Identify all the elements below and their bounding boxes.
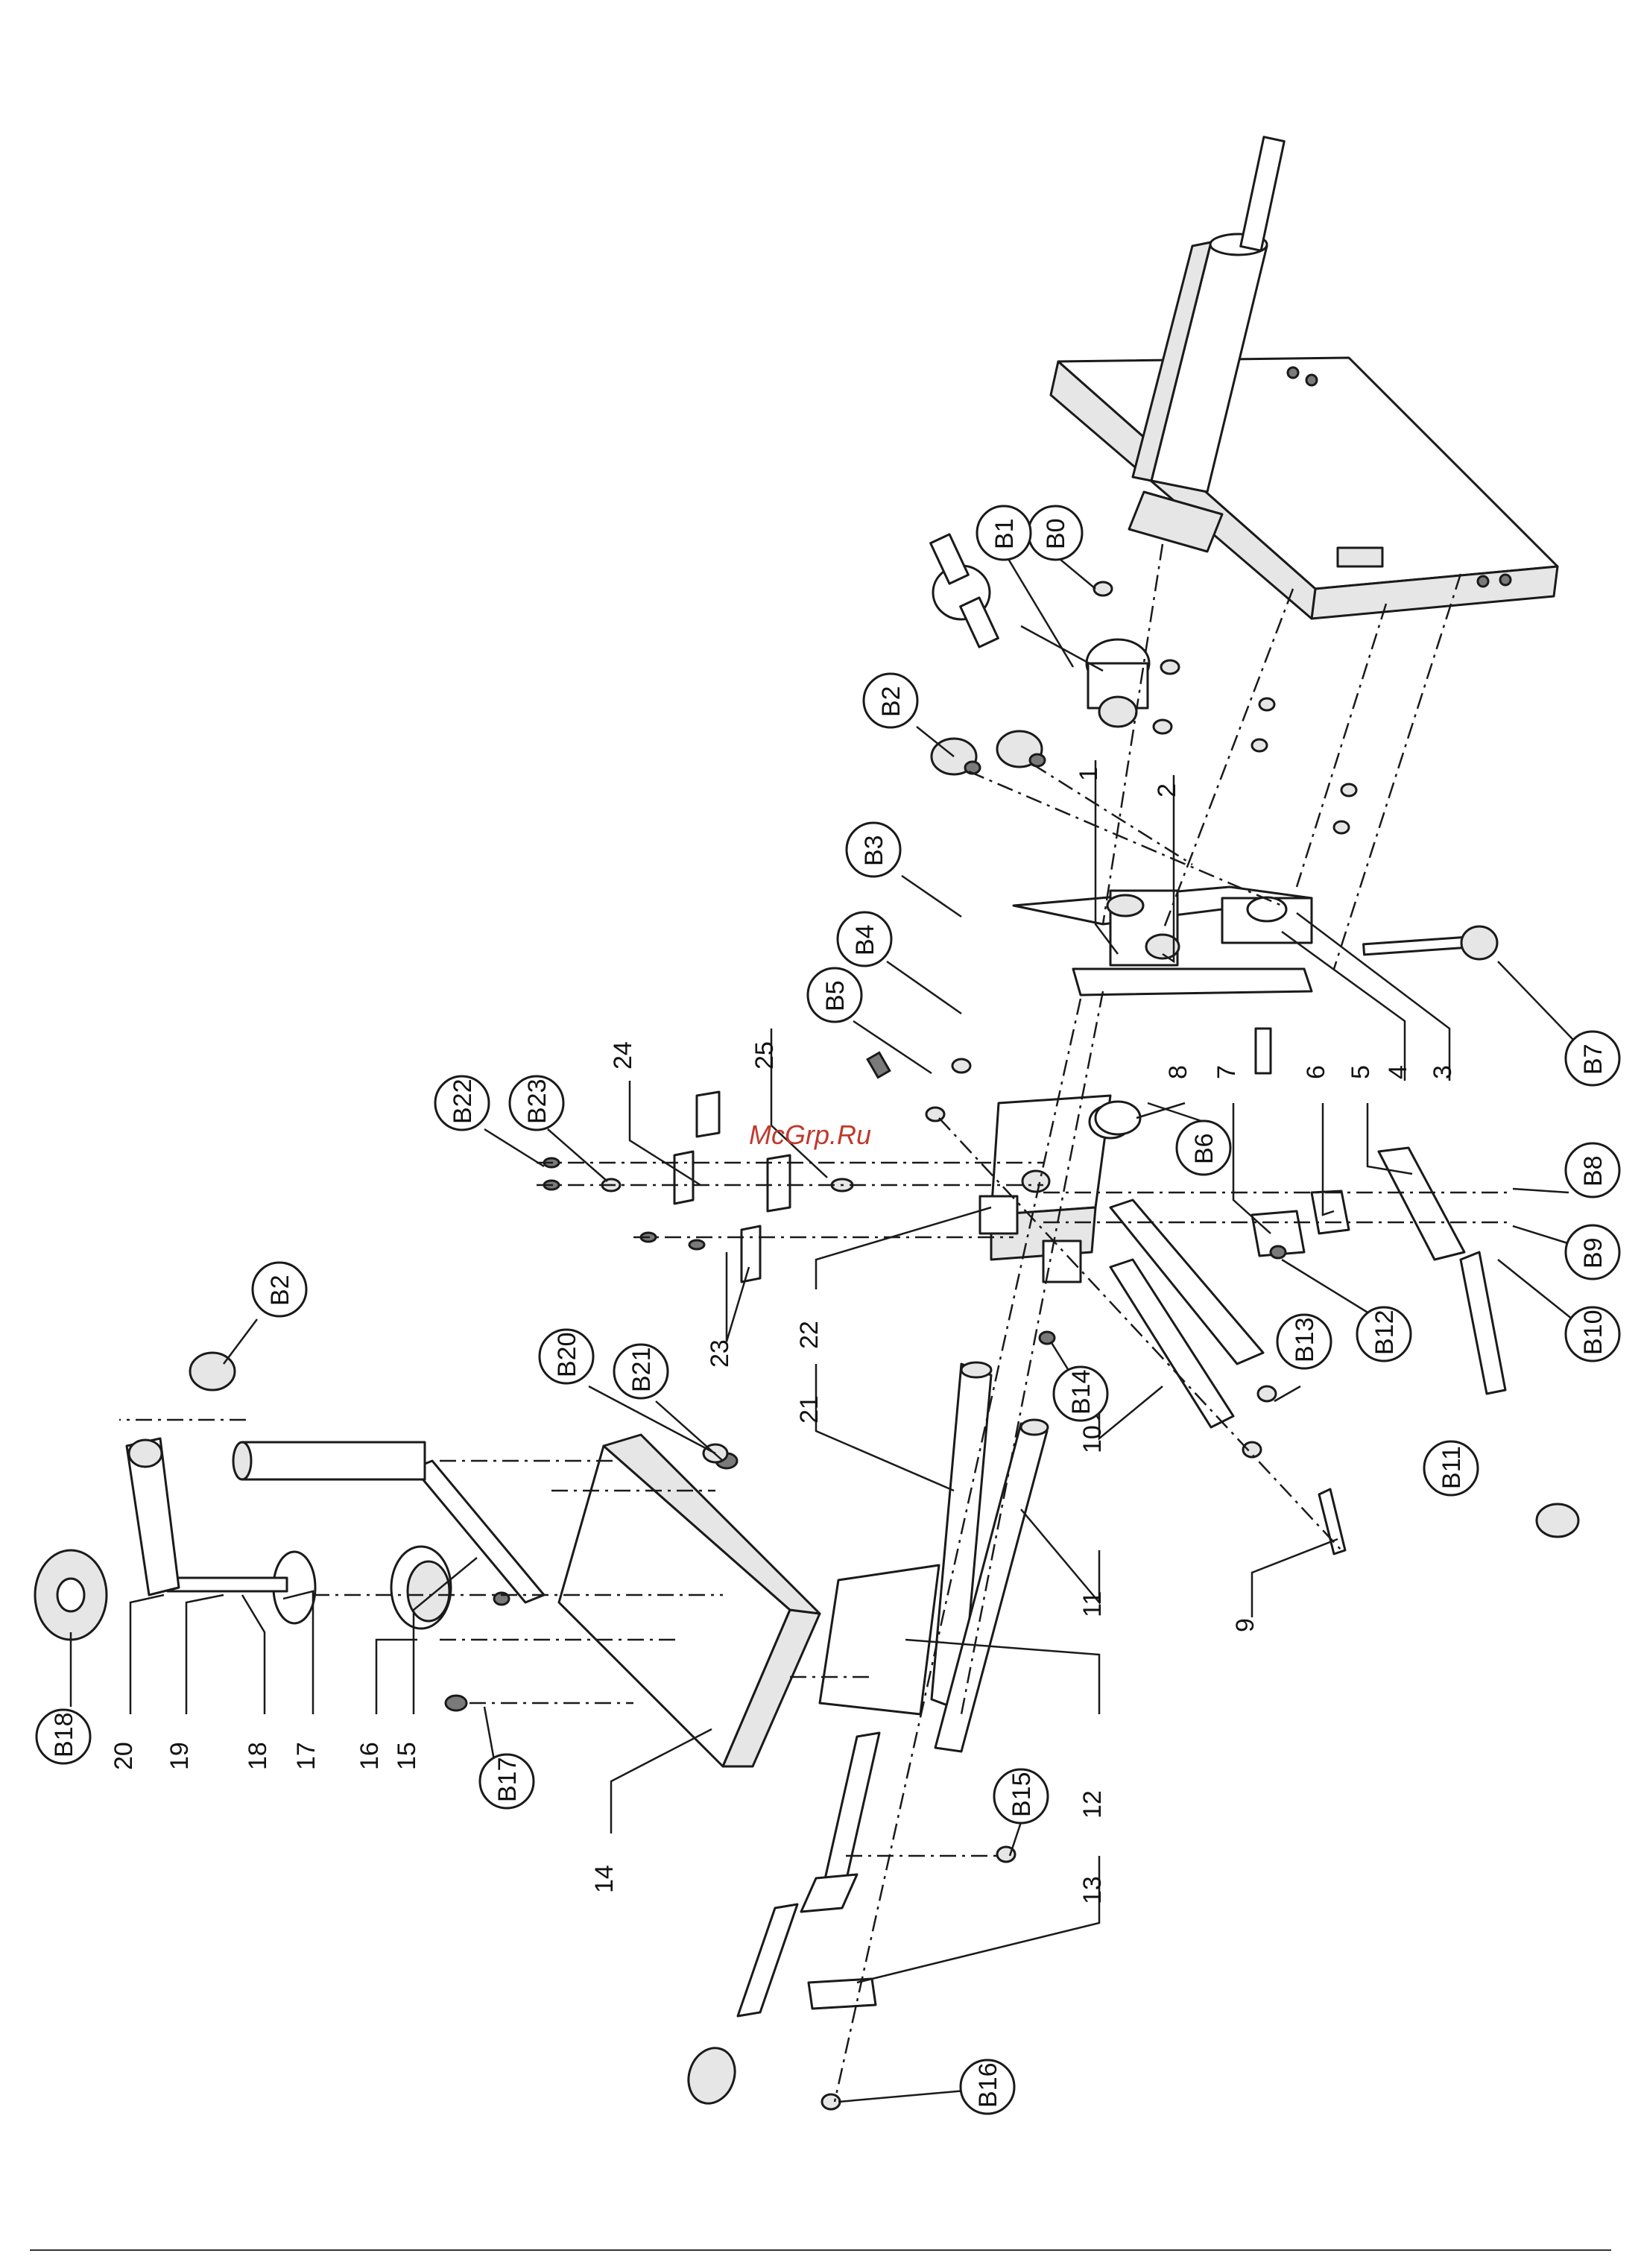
svg-text:B7: B7 [1579,1043,1607,1075]
balloon-b20: B20 [540,1330,593,1383]
upper-carriage [1014,887,1312,995]
part-number-3: 3 [1429,1065,1457,1079]
svg-text:B1: B1 [990,518,1019,549]
svg-text:B23: B23 [523,1079,551,1125]
svg-text:B0: B0 [1042,518,1070,549]
balloon-b16: B16 [961,2060,1014,2114]
svg-text:B20: B20 [553,1333,581,1378]
part-number-18: 18 [244,1742,272,1770]
part-number-4: 4 [1384,1065,1412,1079]
part-number-13: 13 [1078,1876,1107,1904]
svg-text:B21: B21 [627,1348,656,1393]
balloon-b17: B17 [480,1754,534,1808]
svg-text:B2: B2 [877,686,905,717]
part-number-17: 17 [292,1742,320,1770]
balloon-b2-lower: B2 [253,1263,306,1316]
svg-text:B6: B6 [1190,1133,1218,1164]
svg-text:B2: B2 [266,1274,294,1306]
part-number-23: 23 [706,1339,734,1368]
part-number-15: 15 [393,1742,421,1770]
svg-text:B18: B18 [50,1713,78,1758]
balloon-b11: B11 [1424,1441,1478,1495]
svg-text:B8: B8 [1579,1155,1607,1187]
svg-text:B4: B4 [851,924,879,955]
part-number-16: 16 [355,1742,384,1770]
part-number-22: 22 [795,1321,823,1349]
feed-screw [1364,926,1497,959]
part-number-6: 6 [1302,1065,1330,1079]
part-number-25: 25 [750,1041,779,1070]
part-number-10: 10 [1078,1425,1107,1453]
balloon-b9: B9 [1566,1225,1619,1279]
footer-rule [30,2249,1611,2251]
part-number-21: 21 [795,1395,823,1424]
part-number-9: 9 [1231,1618,1259,1632]
balloon-b5: B5 [808,968,861,1022]
svg-text:B10: B10 [1579,1310,1607,1356]
collar-and-handle [931,534,1149,727]
balloon-b21: B21 [614,1345,668,1398]
balloon-b6: B6 [1177,1121,1230,1175]
balloon-b2-upper: B2 [864,674,917,727]
svg-text:B15: B15 [1008,1772,1036,1818]
svg-text:B14: B14 [1067,1370,1095,1415]
svg-text:B16: B16 [974,2063,1002,2109]
part-number-5: 5 [1347,1065,1375,1079]
part-number-24: 24 [609,1041,637,1070]
balloon-b15: B15 [994,1769,1048,1823]
balloon-b18: B18 [37,1710,90,1763]
balloon-b7: B7 [1566,1032,1619,1085]
part-number-2: 2 [1153,783,1181,797]
part-number-8: 8 [1164,1065,1192,1079]
balloon-b0: B0 [1028,506,1082,560]
balloon-b10: B10 [1566,1307,1619,1361]
balloon-b1: B1 [977,506,1031,560]
balloon-b22: B22 [435,1076,489,1130]
svg-text:B3: B3 [860,835,888,866]
balloon-b23: B23 [510,1076,563,1130]
balloon-b3: B3 [847,823,900,876]
balloon-b8: B8 [1566,1143,1619,1197]
balloon-b14: B14 [1054,1367,1107,1421]
part-number-19: 19 [165,1742,194,1770]
table-14 [559,1435,820,1766]
base-casting [1051,358,1558,619]
part-number-1: 1 [1075,767,1103,781]
part-number-12: 12 [1078,1790,1107,1819]
svg-text:B17: B17 [493,1757,522,1803]
svg-text:B22: B22 [449,1079,477,1125]
part-number-14: 14 [590,1865,619,1893]
guide-rods [932,1200,1263,1751]
part-number-7: 7 [1212,1065,1241,1079]
svg-text:B9: B9 [1579,1237,1607,1269]
balloon-b4: B4 [838,912,891,966]
collar-b6 [1095,1102,1140,1134]
part-number-11: 11 [1078,1591,1107,1617]
svg-text:B13: B13 [1291,1318,1319,1363]
svg-text:B5: B5 [821,980,850,1011]
left-clamp-parts [544,1052,890,1282]
part-number-20: 20 [110,1742,138,1770]
balloon-b12: B12 [1357,1307,1411,1361]
svg-text:B11: B11 [1438,1446,1466,1489]
watermark: McGrp.Ru [749,1119,871,1150]
svg-text:B12: B12 [1370,1310,1399,1356]
balloon-b13: B13 [1277,1315,1331,1368]
